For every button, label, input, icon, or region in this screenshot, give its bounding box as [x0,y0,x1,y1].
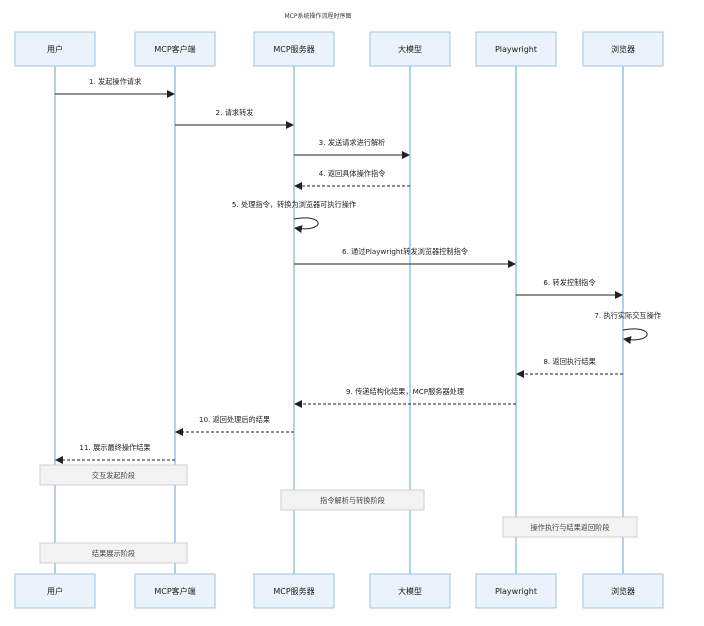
phase-note-1: 交互发起阶段 [39,464,188,486]
note-label: 操作执行与结果返回阶段 [530,523,609,532]
actor-label: MCP客户端 [154,44,195,54]
actor-client-bottom: MCP客户端 [134,573,216,609]
actor-browser-bottom: 浏览器 [582,573,664,609]
message-label: 6. 通过Playwright转发浏览器控制指令 [342,247,468,256]
actor-box [475,31,557,67]
message-6: 6. 通过Playwright转发浏览器控制指令 [294,247,516,268]
actor-box [253,31,335,67]
message-label: 4. 返回具体操作指令 [319,169,386,178]
message-label: 9. 传递结构化结果，MCP服务器处理 [346,387,464,396]
actor-user-top: 用户 [14,31,96,67]
actor-client-top: MCP客户端 [134,31,216,67]
actor-box [369,31,451,67]
actor-box [475,573,557,609]
actor-browser-top: 浏览器 [582,31,664,67]
actor-label: 用户 [47,586,63,596]
actor-label: Playwright [495,587,537,596]
actor-label: 大模型 [398,44,422,54]
note-box [39,542,188,564]
actor-box [14,31,96,67]
actor-server-bottom: MCP服务器 [253,573,335,609]
actor-box [134,573,216,609]
note-box [280,489,425,511]
diagram-title: MCP系统操作流程时序图 [285,12,352,20]
actor-label: Playwright [495,45,537,54]
phase-note-4: 结果展示阶段 [39,542,188,564]
message-label: 1. 发起操作请求 [89,77,141,86]
phase-note-2: 指令解析与转换阶段 [280,489,425,511]
message-label: 3. 发送请求进行解析 [319,138,386,147]
message-label: 5. 处理指令，转换为浏览器可执行操作 [232,200,356,209]
message-9: 8. 返回执行结果 [516,357,623,378]
actor-label: MCP服务器 [273,44,314,54]
message-7: 6. 转发控制指令 [516,278,623,299]
note-label: 交互发起阶段 [92,471,135,480]
note-label: 指令解析与转换阶段 [320,496,385,505]
actor-label: MCP客户端 [154,586,195,596]
note-box [39,464,188,486]
actor-label: 浏览器 [611,44,635,54]
actor-playwright-top: Playwright [475,31,557,67]
message-label: 6. 转发控制指令 [543,278,595,287]
self-message-arrow [293,217,319,234]
actor-box [253,573,335,609]
note-label: 结果展示阶段 [92,549,135,558]
actor-label: 浏览器 [611,586,635,596]
message-4: 4. 返回具体操作指令 [294,169,410,190]
actor-llm-top: 大模型 [369,31,451,67]
message-11: 10. 返回处理后的结果 [175,415,294,436]
actor-user-bottom: 用户 [14,573,96,609]
message-1: 1. 发起操作请求 [55,77,175,98]
actor-box [369,573,451,609]
message-label: 2. 请求转发 [216,108,254,117]
message-label: 7. 执行实际交互操作 [594,311,661,320]
actor-box [14,573,96,609]
message-8: 7. 执行实际交互操作 [594,311,661,345]
actor-playwright-bottom: Playwright [475,573,557,609]
message-label: 8. 返回执行结果 [543,357,595,366]
actor-box [582,573,664,609]
message-5: 5. 处理指令，转换为浏览器可执行操作 [232,200,356,234]
actor-llm-bottom: 大模型 [369,573,451,609]
actor-label: MCP服务器 [273,586,314,596]
message-12: 11. 展示最终操作结果 [55,443,175,464]
message-label: 10. 返回处理后的结果 [199,415,270,424]
actor-server-top: MCP服务器 [253,31,335,67]
message-2: 2. 请求转发 [175,108,294,129]
message-10: 9. 传递结构化结果，MCP服务器处理 [294,387,516,408]
note-box [502,516,638,538]
message-label: 11. 展示最终操作结果 [79,443,150,452]
actor-label: 大模型 [398,586,422,596]
phase-note-3: 操作执行与结果返回阶段 [502,516,638,538]
actor-box [582,31,664,67]
self-message-arrow [622,328,648,345]
actor-box [134,31,216,67]
actor-label: 用户 [47,44,63,54]
message-3: 3. 发送请求进行解析 [294,138,410,159]
